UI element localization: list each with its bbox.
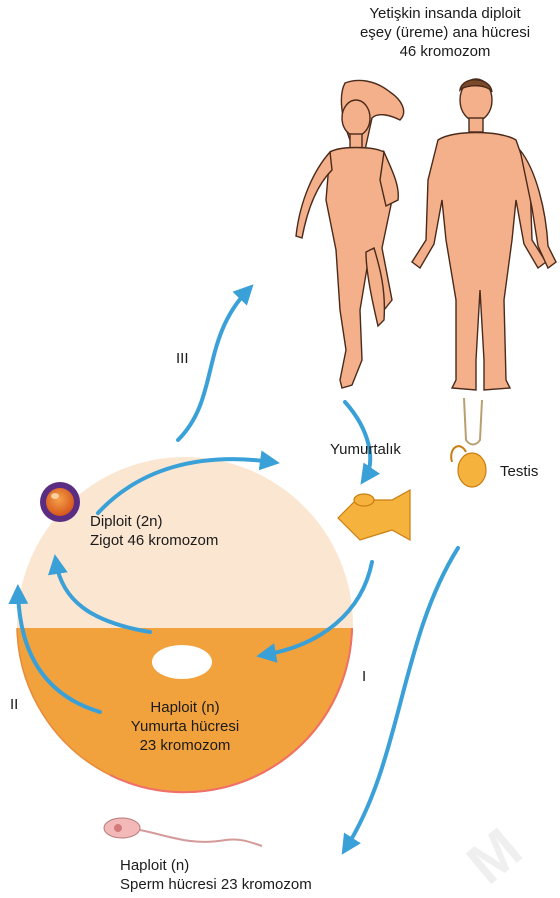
testis [451, 398, 486, 487]
zygote-label: Diploit (2n) Zigot 46 kromozom [90, 512, 218, 550]
title-line: eşey (üreme) ana hücresi [330, 23, 560, 42]
sperm-label: Haploit (n) Sperm hücresi 23 kromozom [120, 856, 312, 894]
ovary [338, 490, 410, 540]
egg-line: 23 kromozom [100, 736, 270, 755]
zygote-line: Diploit (2n) [90, 512, 218, 531]
egg-line: Haploit (n) [100, 698, 270, 717]
stage-ii-label: II [10, 696, 18, 713]
sperm-line: Sperm hücresi 23 kromozom [120, 875, 312, 894]
egg-cell [152, 645, 212, 679]
sperm-cell [104, 818, 262, 846]
ovary-label: Yumurtalık [330, 440, 401, 459]
male-figure [412, 79, 556, 390]
title-label: Yetişkin insanda diploit eşey (üreme) an… [330, 4, 560, 61]
title-line: Yetişkin insanda diploit [330, 4, 560, 23]
testis-label: Testis [500, 462, 538, 481]
egg-label: Haploit (n) Yumurta hücresi 23 kromozom [100, 698, 270, 755]
title-line: 46 kromozom [330, 42, 560, 61]
zygote-line: Zigot 46 kromozom [90, 531, 218, 550]
sperm-line: Haploit (n) [120, 856, 312, 875]
female-figure [296, 80, 404, 388]
stage-iii-label: III [176, 350, 189, 367]
stage-i-label: I [362, 668, 366, 685]
zygote [40, 482, 80, 522]
egg-line: Yumurta hücresi [100, 717, 270, 736]
